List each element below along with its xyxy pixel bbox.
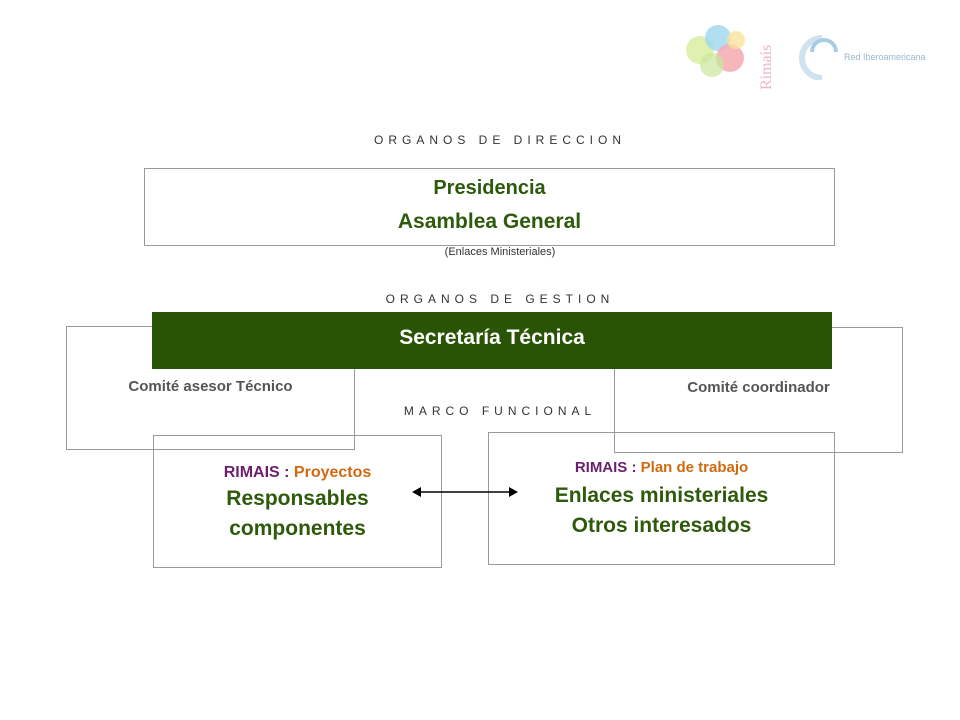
presidencia-box: Presidencia Asamblea General — [144, 168, 835, 246]
proyectos-suffix: Proyectos — [293, 464, 372, 481]
rimais-logo-text: Rimais — [758, 44, 775, 90]
puzzle-logo-icon — [686, 25, 745, 77]
responsables-text: Responsables — [226, 487, 369, 510]
proyectos-heading: RIMAIS : Proyectos — [154, 464, 441, 482]
otros-interesados-text: Otros interesados — [571, 514, 752, 537]
section-marco-label: MARCO FUNCIONAL — [403, 404, 597, 418]
secretaria-tecnica-title: Secretaría Técnica — [399, 326, 585, 349]
presidencia-title: Presidencia — [433, 177, 546, 199]
proyectos-rimais-prefix: RIMAIS — [223, 464, 280, 481]
plan-heading: RIMAIS : Plan de trabajo — [489, 459, 834, 476]
plan-separator: : — [627, 459, 641, 476]
proyectos-separator: : — [279, 464, 294, 481]
plan-trabajo-box: RIMAIS : Plan de trabajo Enlaces ministe… — [488, 432, 835, 565]
componentes-text: componentes — [229, 517, 366, 540]
asamblea-general-title: Asamblea General — [397, 210, 582, 233]
bidirectional-arrow-icon — [412, 487, 518, 497]
red-iberoamericana-logo: Red Iberoamericana — [792, 30, 942, 85]
comite-coordinador-label: Comité coordinador — [687, 379, 830, 396]
comite-asesor-label: Comité asesor Técnico — [128, 378, 293, 395]
plan-suffix: Plan de trabajo — [640, 459, 749, 476]
section-direccion-label: ORGANOS DE DIRECCION — [373, 133, 626, 147]
rimais-logo: Rimais — [678, 20, 788, 90]
plan-rimais-prefix: RIMAIS — [574, 459, 628, 476]
proyectos-box: RIMAIS : Proyectos Responsables componen… — [153, 435, 442, 568]
enlaces-ministeriales-text: Enlaces ministeriales — [554, 484, 769, 507]
red-iberoamericana-text: Red Iberoamericana — [844, 52, 926, 62]
secretaria-tecnica-banner: Secretaría Técnica — [152, 312, 832, 369]
globe-logo-icon — [799, 35, 838, 81]
enlaces-ministeriales-note: (Enlaces Ministeriales) — [444, 246, 556, 258]
section-gestion-label: ORGANOS DE GESTION — [385, 292, 615, 306]
